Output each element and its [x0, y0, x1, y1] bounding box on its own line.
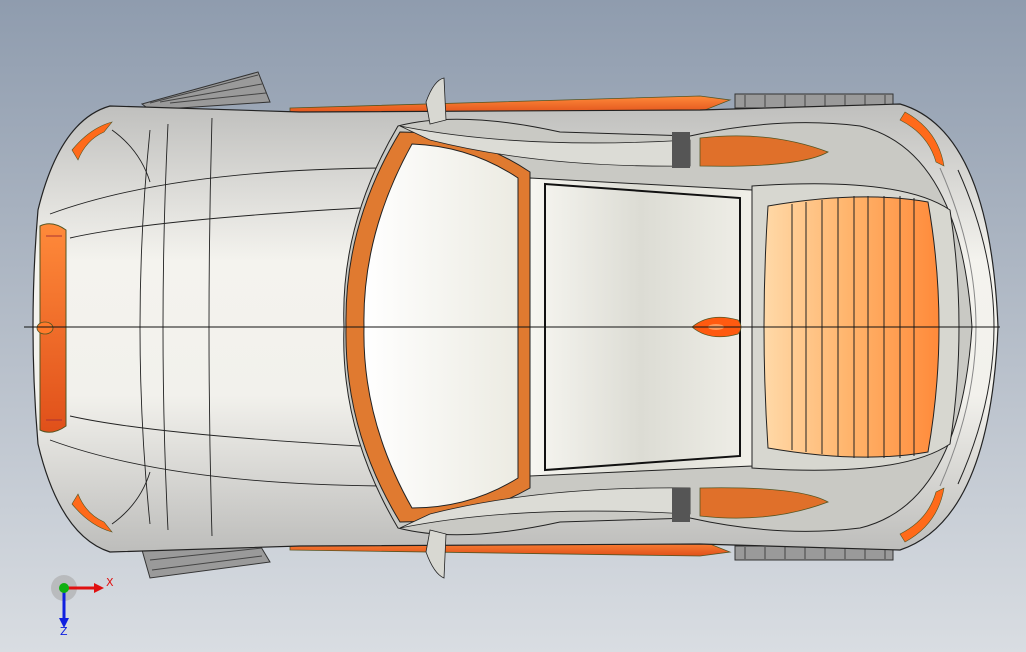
right-rear-side-window — [699, 487, 829, 519]
z-axis-arrowhead — [59, 618, 69, 628]
front-right-accent — [71, 493, 113, 533]
front-right-tire — [141, 541, 271, 579]
x-axis-label: X — [106, 576, 114, 589]
sunroof-outline — [544, 182, 741, 472]
rear-left-accent — [899, 111, 945, 167]
rear-right-accent — [899, 487, 945, 543]
left-b-pillar — [672, 132, 690, 168]
left-rear-side-window — [699, 135, 829, 167]
right-b-pillar — [672, 488, 690, 522]
windshield-glass[interactable] — [363, 143, 519, 509]
rear-left-tire — [734, 93, 894, 109]
right-side-mirror — [425, 529, 447, 579]
x-axis-arrowhead — [94, 583, 104, 593]
coordinate-triad: X Z — [51, 575, 114, 638]
front-emblem — [36, 321, 54, 335]
left-side-mirror — [425, 77, 447, 125]
y-axis-indicator — [59, 583, 69, 593]
z-axis-label: Z — [60, 625, 68, 638]
front-left-accent — [71, 121, 113, 161]
front-left-tire — [140, 71, 271, 111]
